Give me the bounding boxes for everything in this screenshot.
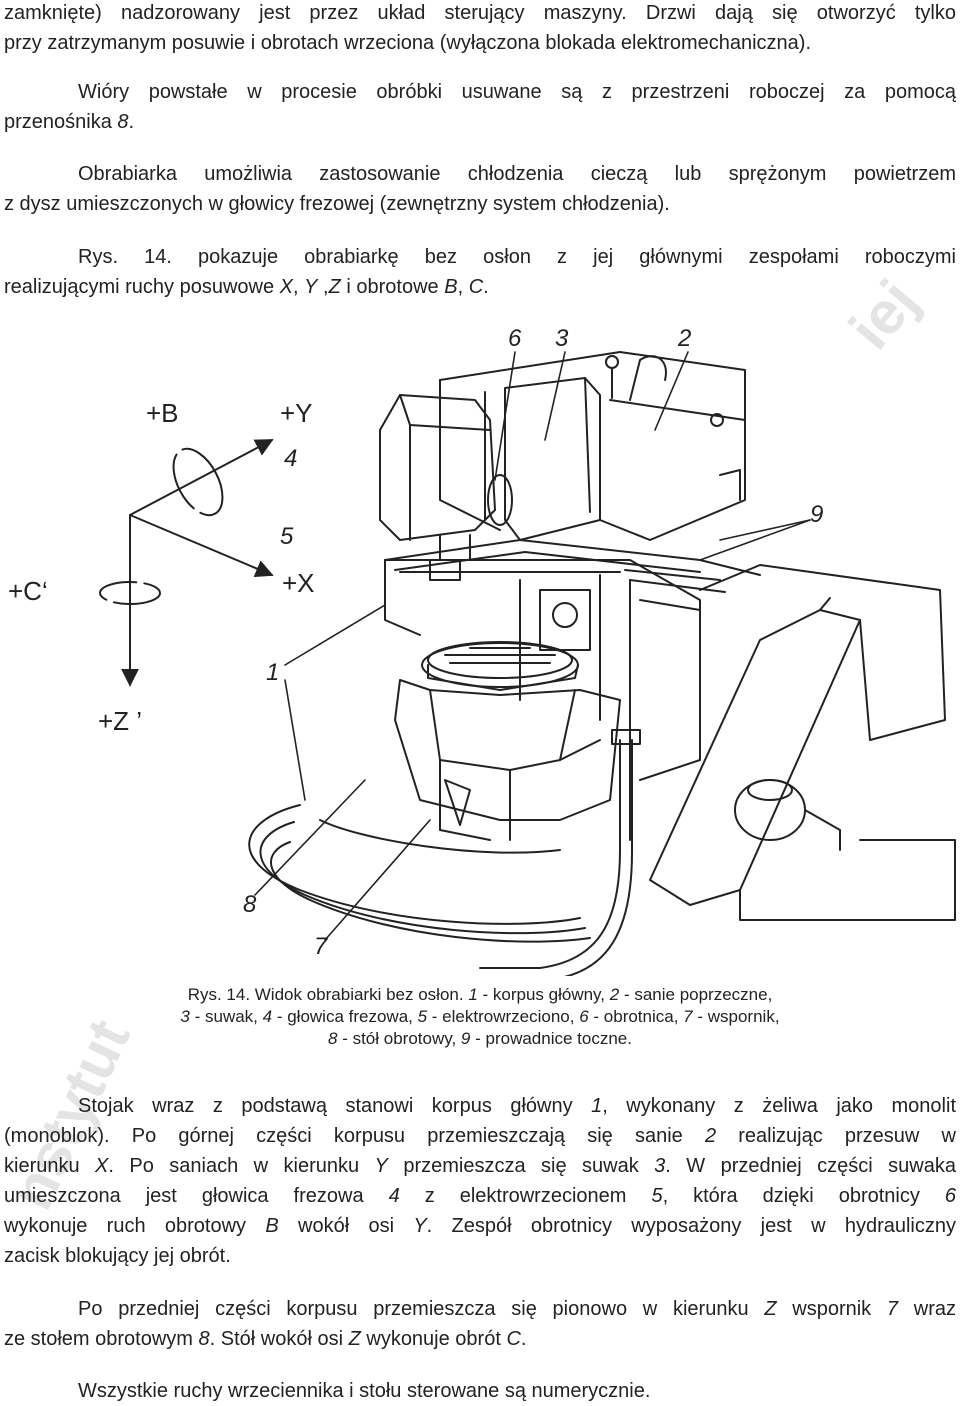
caption-line: Rys. 14. Widok obrabiarki bez osłon. 1 -…	[187, 985, 773, 1004]
base-ring	[248, 804, 591, 943]
part-number-8: 8	[243, 891, 257, 918]
part-number-7: 7	[314, 933, 329, 960]
text-line: ze stołem obrotowym 8. Stół wokół osi Z …	[4, 1328, 527, 1350]
part-number-9: 9	[810, 501, 823, 528]
rotation-b-ellipse	[172, 447, 224, 517]
text-line: kierunku X. Po saniach w kierunku Y prze…	[4, 1155, 956, 1177]
paragraph-numeric-control: Wszystkie ruchy wrzeciennika i stołu ste…	[4, 1376, 956, 1406]
part-number-5: 5	[280, 523, 294, 550]
label-x-axis: +X	[282, 568, 315, 598]
caption-line: 8 - stół obrotowy, 9 - prowadnice toczne…	[328, 1029, 632, 1048]
rotation-c-ellipse	[99, 581, 161, 605]
milling-head	[379, 394, 513, 581]
paragraph-figure-intro: Rys. 14. pokazuje obrabiarkę bez osłon z…	[4, 242, 956, 302]
chip-conveyor	[649, 564, 956, 921]
text-line: z dysz umieszczonych w głowicy frezowej …	[4, 193, 670, 215]
label-c-axis: +C‘	[8, 576, 48, 606]
text-line: Rys. 14. pokazuje obrabiarkę bez osłon z…	[78, 246, 956, 268]
paragraph-chip-removal: Wióry powstałe w procesie obróbki usuwan…	[4, 77, 956, 137]
paragraph-door-control: zamknięte) nadzorowany jest przez układ …	[4, 0, 956, 58]
figure-caption: Rys. 14. Widok obrabiarki bez osłon. 1 -…	[0, 984, 960, 1050]
text-line: zamknięte) nadzorowany jest przez układ …	[4, 2, 956, 24]
text-line: Stojak wraz z podstawą stanowi korpus gł…	[78, 1095, 956, 1117]
leader-lines	[254, 351, 811, 941]
text-line: Obrabiarka umożliwia zastosowanie chłodz…	[78, 163, 956, 185]
rotary-table	[421, 641, 579, 691]
paragraph-cooling: Obrabiarka umożliwia zastosowanie chłodz…	[4, 159, 956, 219]
part-number-4: 4	[284, 445, 297, 472]
part-number-6: 6	[508, 325, 522, 352]
paragraph-bracket: Po przedniej części korpusu przemieszcza…	[4, 1294, 956, 1354]
machine-drawing: +B +Y +C‘ +X +Z ’ 6 3 2 4 5 9 1 8 7	[8, 325, 956, 976]
guideways	[384, 539, 761, 593]
part-number-2: 2	[677, 325, 691, 352]
label-z-axis: +Z ’	[98, 706, 142, 736]
text-line: Wszystkie ruchy wrzeciennika i stołu ste…	[78, 1380, 651, 1402]
text-line: Wióry powstałe w procesie obróbki usuwan…	[78, 81, 956, 103]
coolant-hose	[479, 729, 641, 976]
axis-system	[99, 439, 274, 687]
axis-x-arrow	[129, 514, 274, 577]
text-line: (monoblok). Po górnej części korpusu prz…	[4, 1125, 956, 1147]
part-number-1: 1	[266, 659, 279, 686]
axis-y-arrow	[129, 439, 274, 516]
text-line: zacisk blokujący jej obrót.	[4, 1245, 231, 1267]
paragraph-main-body: Stojak wraz z podstawą stanowi korpus gł…	[4, 1091, 956, 1271]
text-line: przy zatrzymanym posuwie i obrotach wrze…	[4, 32, 812, 54]
text-line: umieszczona jest głowica frezowa 4 z ele…	[4, 1185, 956, 1207]
part-number-3: 3	[555, 325, 569, 352]
label-y-axis: +Y	[280, 398, 313, 428]
saddle-and-ram	[439, 351, 746, 541]
text-line: wykonuje ruch obrotowy B wokół osi Y. Ze…	[4, 1215, 956, 1237]
text-line: Po przedniej części korpusu przemieszcza…	[78, 1298, 957, 1320]
table-bracket	[394, 679, 621, 841]
text-line: przenośnika 8.	[4, 111, 135, 133]
label-b-axis: +B	[146, 398, 179, 428]
caption-line: 3 - suwak, 4 - głowica frezowa, 5 - elek…	[180, 1007, 780, 1026]
text-line: realizującymi ruchy posuwowe X, Y ,Z i o…	[4, 276, 489, 298]
main-body	[384, 559, 701, 841]
